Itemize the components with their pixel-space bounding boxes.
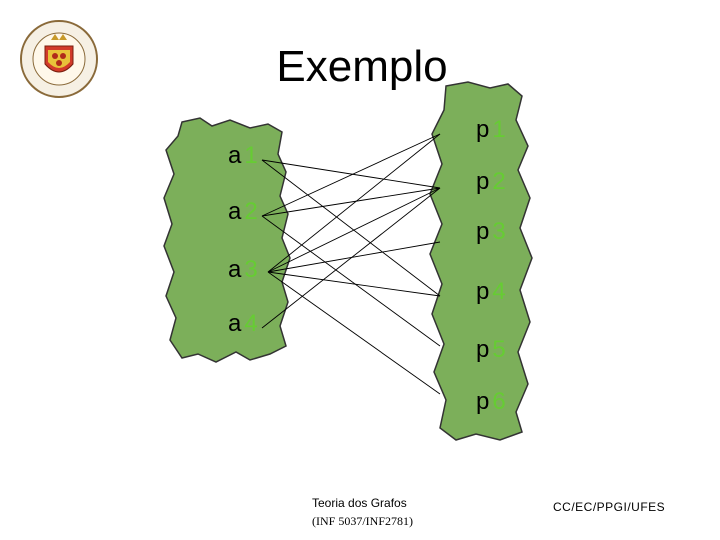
edge-a1-p2 [262, 160, 440, 188]
node-letter: a [228, 198, 244, 225]
node-number: 4 [492, 278, 508, 305]
node-number: 5 [492, 336, 508, 363]
edge-a3-p6 [268, 272, 440, 394]
node-p6: p6 [476, 388, 509, 416]
node-number: 4 [244, 310, 260, 337]
node-a2: a2 [228, 198, 261, 226]
edge-a1-p4 [262, 160, 440, 296]
node-letter: p [476, 278, 492, 305]
left-set-region [164, 118, 290, 362]
node-letter: a [228, 142, 244, 169]
node-number: 1 [492, 116, 508, 143]
edge-a3-p3 [268, 242, 440, 272]
node-letter: p [476, 116, 492, 143]
node-a3: a3 [228, 256, 261, 284]
node-letter: a [228, 310, 244, 337]
node-p1: p1 [476, 116, 509, 144]
node-number: 3 [492, 218, 508, 245]
node-p3: p3 [476, 218, 509, 246]
course-code: (INF 5037/INF2781) [312, 512, 432, 530]
node-letter: p [476, 336, 492, 363]
edge-a3-p2 [268, 188, 440, 272]
node-p5: p5 [476, 336, 509, 364]
node-p4: p4 [476, 278, 509, 306]
course-footer: Teoria dos Grafos (INF 5037/INF2781) [312, 494, 432, 530]
node-number: 3 [244, 256, 260, 283]
edge-a2-p2 [262, 188, 440, 216]
node-number: 2 [244, 198, 260, 225]
node-number: 6 [492, 388, 508, 415]
node-letter: a [228, 256, 244, 283]
node-letter: p [476, 218, 492, 245]
node-letter: p [476, 168, 492, 195]
node-number: 2 [492, 168, 508, 195]
edge-a2-p1 [262, 134, 440, 216]
node-letter: p [476, 388, 492, 415]
node-number: 1 [244, 142, 260, 169]
edge-a3-p4 [268, 272, 440, 296]
edge-a2-p5 [262, 216, 440, 346]
department-footer: CC/EC/PPGI/UFES [553, 500, 665, 514]
node-a4: a4 [228, 310, 261, 338]
node-a1: a1 [228, 142, 261, 170]
edge-a3-p1 [268, 134, 440, 272]
node-p2: p2 [476, 168, 509, 196]
course-name: Teoria dos Grafos [312, 494, 432, 512]
